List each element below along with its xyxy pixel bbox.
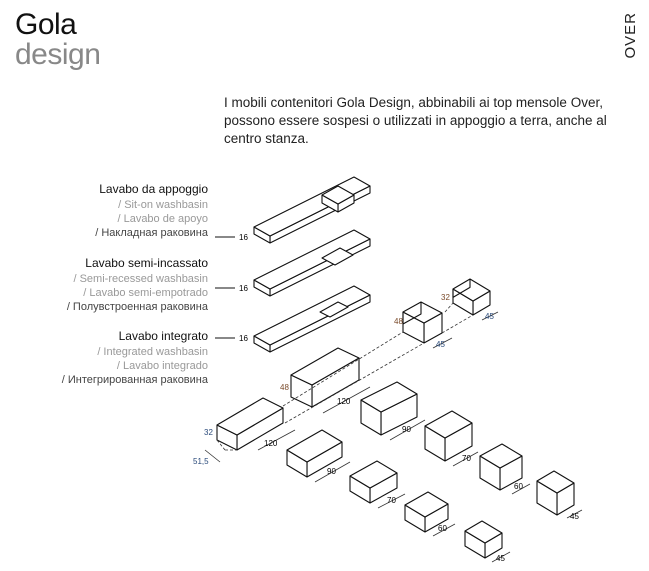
brand-title: Gola bbox=[15, 8, 77, 41]
width-label: 60 bbox=[514, 482, 523, 491]
width-label: 45 bbox=[485, 312, 494, 321]
unit-45x48-open-inner bbox=[402, 302, 422, 325]
width-label: 45 bbox=[570, 512, 579, 521]
label-integrated-washbasin: Lavabo integrato / Integrated washbasin … bbox=[62, 328, 208, 387]
dashed-guides bbox=[216, 302, 474, 451]
label-en: / Sit-on washbasin bbox=[118, 199, 208, 211]
width-label: 120 bbox=[264, 439, 278, 448]
unit-60-short-top bbox=[404, 491, 449, 518]
label-ru: / Накладная раковина bbox=[95, 227, 208, 239]
depth-label: 51,5 bbox=[193, 457, 209, 466]
width-label: 120 bbox=[337, 397, 351, 406]
dimension-lines bbox=[204, 311, 583, 563]
basin-sit-on-top bbox=[321, 185, 355, 205]
shelf-sit-on-top bbox=[253, 176, 371, 237]
width-label: 90 bbox=[327, 467, 336, 476]
label-es: / Lavabo semi-empotrado bbox=[83, 287, 208, 299]
basin-semi-recessed bbox=[321, 247, 354, 266]
width-label: 45 bbox=[496, 554, 505, 563]
label-title: Lavabo da appoggio bbox=[99, 182, 208, 196]
height-label: 48 bbox=[394, 317, 403, 326]
thickness-label: 16 bbox=[239, 334, 248, 343]
unit-90-tall-top bbox=[360, 381, 418, 413]
thickness-label: 16 bbox=[239, 284, 248, 293]
unit-120x48-top bbox=[290, 347, 360, 386]
basin-integrated bbox=[319, 301, 349, 318]
unit-70-tall-top bbox=[424, 410, 473, 439]
width-label: 90 bbox=[402, 425, 411, 434]
label-es: / Lavabo de apoyo bbox=[117, 213, 208, 225]
label-en: / Integrated washbasin bbox=[97, 346, 208, 358]
unit-70-short-top bbox=[349, 460, 398, 489]
height-label: 32 bbox=[441, 293, 450, 302]
label-ru: / Интегрированная раковина bbox=[61, 374, 208, 386]
label-title: Lavabo semi-incassato bbox=[85, 256, 208, 270]
height-label: 48 bbox=[280, 383, 289, 392]
intro-text: I mobili contenitori Gola Design, abbina… bbox=[224, 95, 607, 146]
unit-45-tall-top bbox=[536, 470, 575, 494]
unit-120x32-top bbox=[216, 397, 284, 436]
width-label: 60 bbox=[438, 524, 447, 533]
unit-45x32-open-inner bbox=[452, 279, 471, 298]
label-ru: / Полувстроенная раковина bbox=[66, 301, 208, 313]
thickness-label: 16 bbox=[239, 233, 248, 242]
width-label: 70 bbox=[387, 496, 396, 505]
label-en: / Semi-recessed washbasin bbox=[73, 273, 208, 285]
unit-45-short-top bbox=[464, 520, 503, 544]
label-semi-recessed-washbasin: Lavabo semi-incassato / Semi-recessed wa… bbox=[67, 255, 208, 314]
width-label: 45 bbox=[436, 340, 445, 349]
width-label: 70 bbox=[462, 454, 471, 463]
leader-lines bbox=[215, 236, 235, 339]
brand-subtitle: design bbox=[15, 38, 101, 71]
height-label: 32 bbox=[204, 428, 213, 437]
label-sit-on-washbasin: Lavabo da appoggio / Sit-on washbasin / … bbox=[95, 181, 208, 240]
unit-60-tall-top bbox=[479, 443, 523, 469]
label-es: / Lavabo integrado bbox=[116, 360, 208, 372]
unit-90-short-top bbox=[286, 429, 343, 463]
label-title: Lavabo integrato bbox=[118, 329, 208, 343]
